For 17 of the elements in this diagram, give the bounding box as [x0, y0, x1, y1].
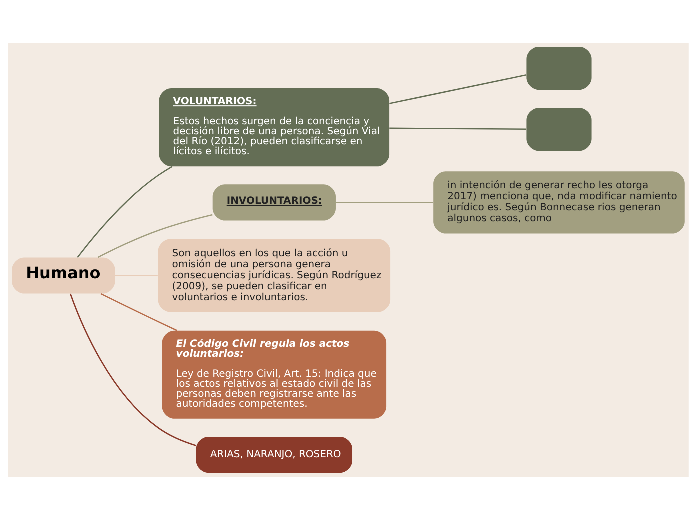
node-box — [526, 47, 592, 90]
node-box: Humano — [12, 258, 116, 294]
connector — [77, 166, 173, 258]
node-box — [526, 108, 592, 152]
connector — [115, 275, 158, 276]
connector — [336, 202, 434, 204]
connector — [98, 214, 213, 258]
node-box: VOLUNTARIOS: Estos hechos surgen de la conciencia y decisión libre de una persona. Según Vial del Río (2012), pueden clasificarse en lícitos e ilícitos. — [159, 88, 390, 167]
connector — [390, 128, 527, 130]
node-box: El Código Civil regula los actos voluntarios: Ley de Registro Civil, Art. 15: Indica que los actos relativos al estado civil de las personas deben registrarse ante las autoridades competentes. — [162, 330, 387, 419]
node-box: Son aquellos en los que la acción u omisión de una persona genera consecuencias jurídicas. Según Rodríguez (2009), se pueden clasificar en voluntarios e involuntarios. — [158, 239, 391, 312]
connector — [390, 74, 527, 104]
node-box: in intención de generar recho les otorga 2017) menciona que, nda modificar namiento jurídico es. Según Bonnecase rios generan algunos casos, como — [434, 172, 685, 234]
connector — [100, 293, 178, 332]
connector — [70, 294, 196, 446]
node-box: INVOLUNTARIOS: — [212, 184, 336, 221]
node-box: ARIAS, NARANJO, ROSERO — [196, 436, 352, 473]
